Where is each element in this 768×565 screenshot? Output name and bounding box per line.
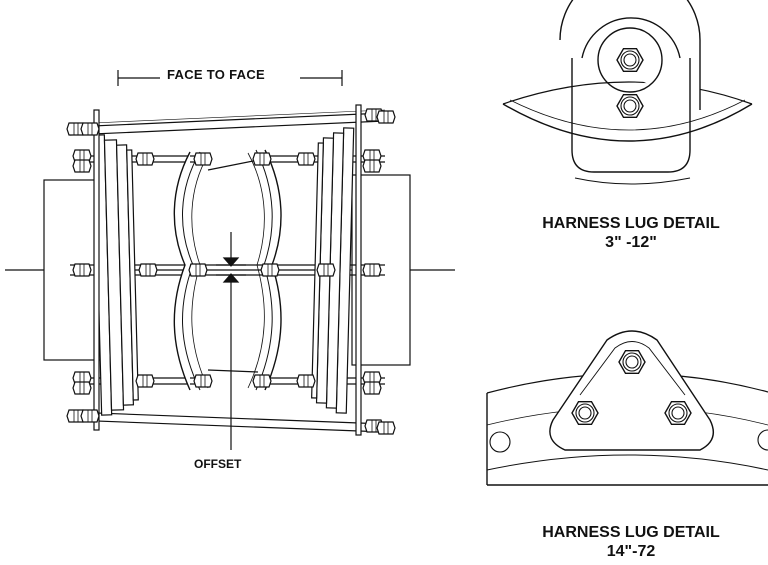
offset-indicator [216,232,246,450]
face-to-face-label: FACE TO FACE [163,67,269,82]
tie-rod-top [69,109,386,136]
harness-lug-detail-small [502,0,753,185]
detail-caption-large: HARNESS LUG DETAIL 14"-72 [498,523,764,561]
rubber-arch-left [173,151,259,391]
detail-caption-small: HARNESS LUG DETAIL 3" -12" [500,214,762,252]
detail-size: 14"-72 [606,543,656,560]
tie-rod-bottom [69,411,386,433]
detail-title: HARNESS LUG DETAIL [542,215,720,232]
detail-size: 3" -12" [605,234,657,251]
offset-label: OFFSET [194,457,242,471]
harness-lug-detail-large [486,330,768,486]
face-to-face-dimension [117,70,343,86]
detail-title: HARNESS LUG DETAIL [542,524,720,541]
